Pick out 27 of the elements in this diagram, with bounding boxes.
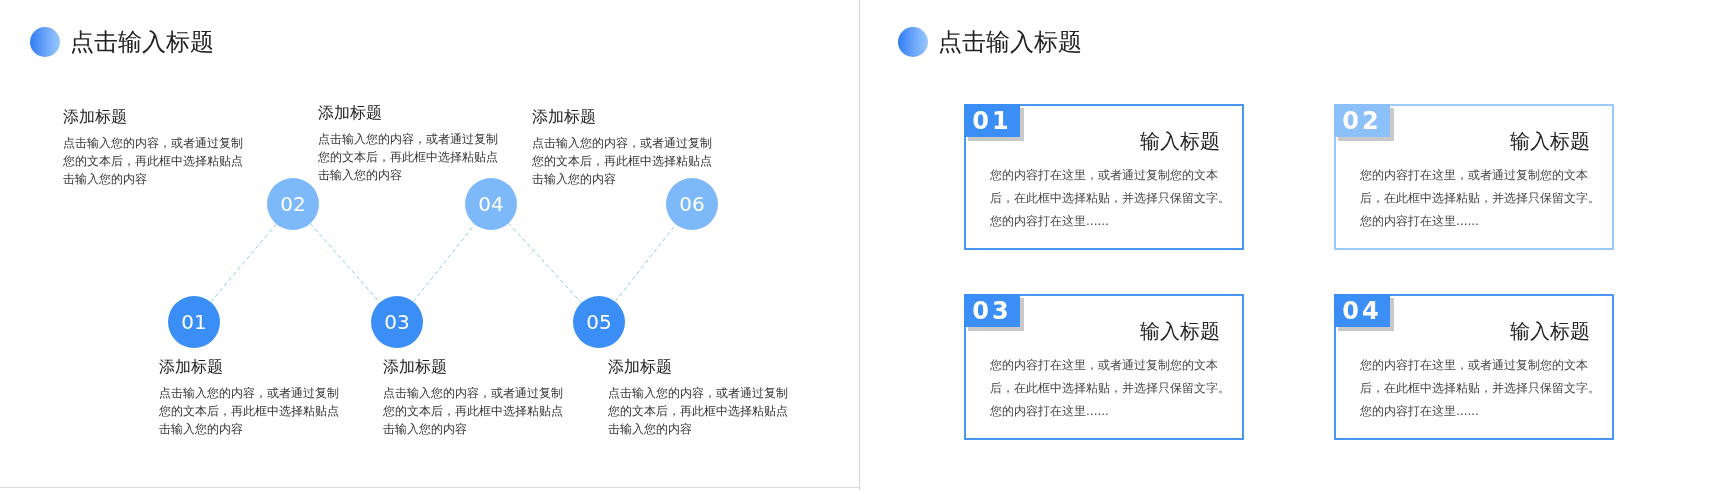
card-heading: 输入标题 <box>1140 128 1220 155</box>
content-card <box>964 294 1244 440</box>
content-card <box>1334 104 1614 250</box>
card-heading: 输入标题 <box>1510 318 1590 345</box>
card-heading: 输入标题 <box>1510 128 1590 155</box>
content-card <box>1334 294 1614 440</box>
block-text: 点击输入您的内容，或者通过复制您的文本后，再此框中选择粘贴点击输入您的内容 <box>383 385 564 438</box>
block-text: 点击输入您的内容，或者通过复制您的文本后，再此框中选择粘贴点击输入您的内容 <box>159 385 340 438</box>
card-text: 您的内容打在这里，或者通过复制您的文本后，在此框中选择粘贴，并选择只保留文字。您的内容打在这里...... <box>1360 167 1601 230</box>
block-heading: 添加标题 <box>159 356 224 378</box>
block-text: 点击输入您的内容，或者通过复制您的文本后，再此框中选择粘贴点击输入您的内容 <box>63 135 244 188</box>
block-heading: 添加标题 <box>608 356 673 378</box>
content-card <box>964 104 1244 250</box>
slide-title: 点击输入标题 <box>70 27 214 58</box>
block-heading: 添加标题 <box>318 102 383 124</box>
dashed-connector <box>508 222 582 304</box>
card-text: 您的内容打在这里，或者通过复制您的文本后，在此框中选择粘贴，并选择只保留文字。您的内容打在这里...... <box>990 167 1231 230</box>
slide-title: 点击输入标题 <box>938 27 1082 58</box>
card-heading: 输入标题 <box>1140 318 1220 345</box>
dashed-connector <box>210 223 277 303</box>
card-text: 您的内容打在这里，或者通过复制您的文本后，在此框中选择粘贴，并选择只保留文字。您的内容打在这里...... <box>990 357 1231 420</box>
card-text: 您的内容打在这里，或者通过复制您的文本后，在此框中选择粘贴，并选择只保留文字。您的内容打在这里...... <box>1360 357 1601 420</box>
dashed-connector <box>309 223 381 303</box>
block-heading: 添加标题 <box>63 106 128 128</box>
block-heading: 添加标题 <box>532 106 597 128</box>
block-text: 点击输入您的内容，或者通过复制您的文本后，再此框中选择粘贴点击输入您的内容 <box>608 385 789 438</box>
block-heading: 添加标题 <box>383 356 448 378</box>
